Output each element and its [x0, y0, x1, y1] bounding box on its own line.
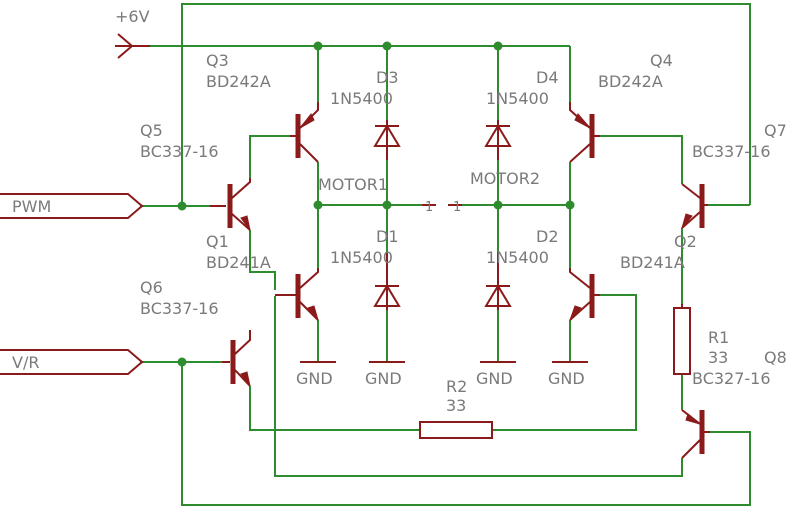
r1-name: R1: [708, 328, 729, 347]
transistor-q4[interactable]: [569, 102, 600, 163]
d1-name: D1: [376, 227, 399, 246]
vr-port-label: V/R: [12, 353, 39, 372]
d2-part: 1N5400: [486, 248, 549, 267]
q1-part: BD241A: [206, 253, 271, 272]
resistor-r1[interactable]: [673, 304, 691, 375]
gnd-label-2: GND: [365, 369, 402, 388]
q3-part: BD242A: [206, 72, 271, 91]
q6-name: Q6: [140, 278, 163, 297]
gnd-label-4: GND: [548, 369, 585, 388]
r2-value: 33: [446, 396, 466, 415]
gnd-label-3: GND: [476, 369, 513, 388]
transistor-q8[interactable]: [681, 409, 710, 459]
d3-name: D3: [376, 68, 399, 87]
pwm-port-label: PWM: [12, 197, 51, 216]
q6-part: BC337-16: [140, 299, 219, 318]
diode-d1[interactable]: [373, 252, 401, 310]
motor2-pin: 1: [453, 200, 461, 215]
q4-part: BD242A: [598, 72, 663, 91]
q5-part: BC337-16: [140, 142, 219, 161]
d1-part: 1N5400: [330, 248, 393, 267]
d3-part: 1N5400: [330, 89, 393, 108]
gnd-label-1: GND: [296, 369, 333, 388]
junctions: [177, 41, 575, 367]
motor1-pin: 1: [425, 200, 433, 215]
q2-name: Q2: [674, 232, 697, 251]
transistor-q5[interactable]: [210, 178, 251, 231]
transistor-q1[interactable]: [275, 268, 319, 321]
motor1-label: MOTOR1: [318, 175, 388, 194]
q7-name: Q7: [764, 121, 787, 140]
d4-name: D4: [536, 68, 559, 87]
supply-label: +6V: [115, 7, 150, 26]
q2-part: BD241A: [620, 253, 685, 272]
q5-name: Q5: [140, 121, 163, 140]
q8-name: Q8: [764, 348, 787, 367]
transistor-q7[interactable]: [681, 183, 708, 229]
q8-part: BC327-16: [692, 369, 771, 388]
labels: Q3 BD242A D3 1N5400 D4 1N5400 Q4 BD242A …: [140, 51, 787, 415]
pwm-port[interactable]: PWM: [0, 193, 144, 219]
q7-part: BC337-16: [692, 142, 771, 161]
d4-part: 1N5400: [486, 89, 549, 108]
q4-name: Q4: [650, 51, 673, 70]
motor2-label: MOTOR2: [470, 169, 540, 188]
q3-name: Q3: [206, 51, 229, 70]
transistor-q6[interactable]: [222, 330, 251, 387]
r2-name: R2: [446, 377, 467, 396]
d2-name: D2: [536, 227, 559, 246]
vr-port[interactable]: V/R: [0, 349, 144, 375]
diode-d4[interactable]: [484, 120, 512, 160]
transistor-q3[interactable]: [290, 102, 319, 163]
r1-value: 33: [708, 348, 728, 367]
diode-d3[interactable]: [373, 120, 401, 160]
diode-d2[interactable]: [484, 252, 512, 310]
q1-name: Q1: [206, 232, 229, 251]
resistor-r2[interactable]: [419, 421, 493, 439]
transistor-q2[interactable]: [569, 268, 600, 321]
supply-arrow-icon: [115, 33, 150, 59]
